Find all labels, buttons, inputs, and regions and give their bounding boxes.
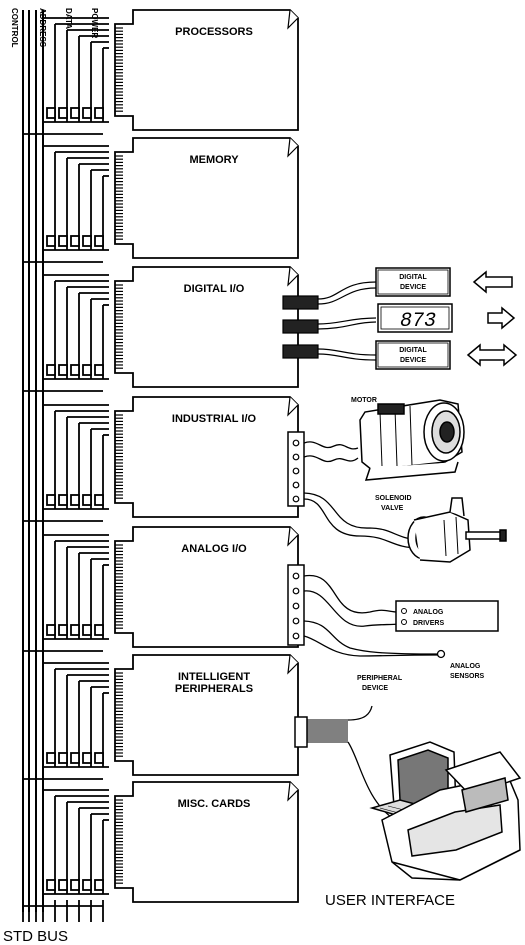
card-processors: PROCESSORS (23, 9, 299, 135)
card-label-digital-io: DIGITAL I/O (184, 283, 245, 295)
analog-drivers-box: ANALOG DRIVERS (395, 600, 499, 632)
numeric-display: 873 (377, 303, 453, 333)
digital-io-cables (282, 281, 377, 361)
motor-icon (359, 399, 465, 481)
digital-device-top-line1: DIGITAL (399, 274, 427, 281)
industrial-terminal-block (287, 431, 305, 507)
card-digital-io: DIGITAL I/O (23, 266, 299, 392)
card-edge-connector (115, 155, 123, 240)
card-label-intelligent-peripherals: PERIPHERALS (175, 683, 253, 695)
digital-device-bottom-line1: DIGITAL (399, 347, 427, 354)
solenoid-label-line1: SOLENOID (375, 495, 412, 502)
card-misc-cards: MISC. CARDS (23, 781, 299, 907)
bus-label-control: CONTROL (10, 8, 19, 48)
bus-fan-lines (23, 662, 109, 780)
arrow-both-icon (466, 343, 518, 367)
card-label-misc-cards: MISC. CARDS (178, 798, 251, 810)
analog-sensors-line2: SENSORS (450, 673, 485, 680)
digital-device-top: DIGITAL DEVICE (375, 267, 451, 297)
analog-wires (303, 574, 439, 657)
bus-fan-lines (23, 17, 109, 135)
bus-fan-lines (23, 145, 109, 263)
analog-sensors-line1: ANALOG (450, 663, 481, 670)
card-analog-io: ANALOG I/O (23, 526, 299, 652)
solenoid-valve-icon (407, 497, 507, 563)
printer-icon (381, 751, 522, 881)
peripheral-cable (294, 705, 396, 821)
digital-device-bottom: DIGITAL DEVICE (375, 340, 451, 370)
peripheral-label-line1: PERIPHERAL (357, 675, 403, 682)
card-edge-connector (115, 284, 123, 369)
bus-fan-lines (23, 534, 109, 652)
solenoid-label-line2: VALVE (381, 505, 404, 512)
bus-fan-lines (23, 404, 109, 522)
card-label-intelligent-peripherals: INTELLIGENT (178, 671, 250, 683)
digital-device-top-line2: DEVICE (400, 284, 426, 291)
card-edge-connector (115, 799, 123, 884)
arrow-right-icon (487, 306, 516, 330)
peripheral-label-line2: DEVICE (362, 685, 388, 692)
bus-bottom-stubs (22, 900, 104, 922)
card-edge-connector (115, 544, 123, 629)
analog-terminal-block (287, 564, 305, 646)
bus-fan-lines (23, 789, 109, 907)
card-memory: MEMORY (23, 137, 299, 263)
arrow-left-icon (472, 270, 513, 294)
bus-backbone (22, 10, 44, 912)
digital-device-bottom-line2: DEVICE (400, 357, 426, 364)
analog-sensor-icon (436, 649, 446, 659)
card-edge-connector (115, 672, 123, 757)
card-label-processors: PROCESSORS (175, 26, 253, 38)
bus-fan-lines (23, 274, 109, 392)
card-label-memory: MEMORY (189, 154, 239, 166)
cards-layer: PROCESSORS MEMORY DIGITAL I/O INDUSTRIAL I/… (23, 9, 299, 907)
analog-drivers-line2: DRIVERS (413, 620, 444, 627)
card-industrial-io: INDUSTRIAL I/O (23, 396, 299, 522)
card-edge-connector (115, 27, 123, 112)
analog-drivers-line1: ANALOG (413, 609, 444, 616)
display-value: 873 (400, 310, 436, 333)
industrial-wires (303, 441, 423, 549)
user-interface-label: USER INTERFACE (325, 892, 455, 909)
card-label-analog-io: ANALOG I/O (181, 543, 247, 555)
motor-label: MOTOR (351, 397, 377, 404)
std-bus-label: STD BUS (3, 928, 68, 945)
card-edge-connector (115, 414, 123, 499)
card-label-industrial-io: INDUSTRIAL I/O (172, 413, 257, 425)
direction-arrows (466, 270, 518, 367)
